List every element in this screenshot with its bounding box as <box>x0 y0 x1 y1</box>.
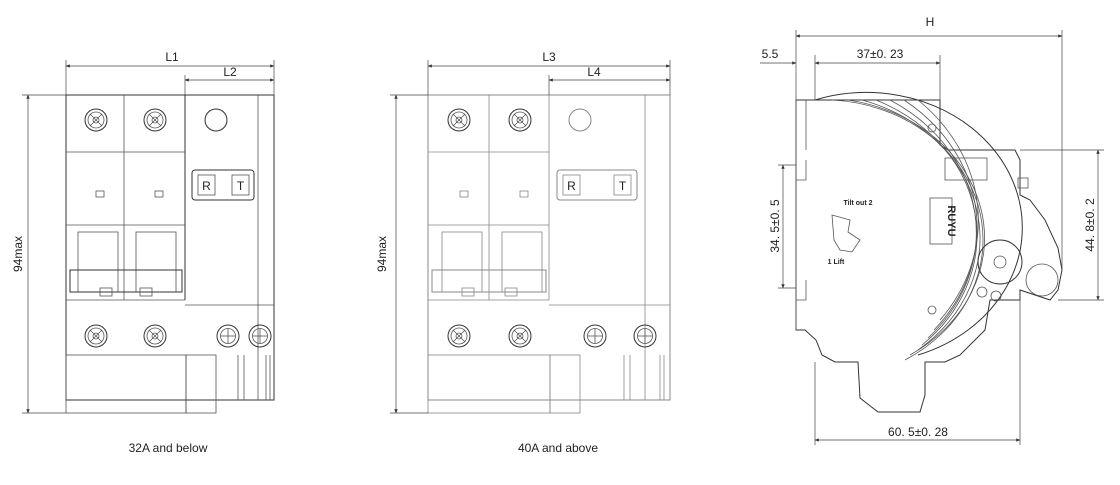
test-button-box <box>231 174 250 196</box>
brand-logo: RUYU <box>945 205 957 236</box>
indicator-window-icon <box>204 108 228 132</box>
terminal-screw-icon <box>143 108 167 132</box>
side-view: RUYU Tilt out 2 1 Lift H 5.5 37±0. 23 60… <box>760 15 1104 445</box>
middle-test-buttons: R T <box>556 169 638 201</box>
reset-button-label: R <box>567 179 576 193</box>
neutral-screw-icon <box>583 324 607 348</box>
middle-handles <box>431 190 547 297</box>
terminal-screw-icon <box>84 108 108 132</box>
reset-button-box <box>562 174 581 196</box>
bottom-dimension-label: 60. 5±0. 28 <box>888 425 948 439</box>
side-body <box>795 99 1063 413</box>
terminal-screw-icon <box>143 324 167 348</box>
overall-width-label: H <box>926 15 935 29</box>
middle-dimensions: L3 L4 94max <box>375 50 671 414</box>
lift-label: 1 Lift <box>828 259 845 266</box>
neutral-screw-icon <box>248 324 272 348</box>
lift-lever-icon <box>831 214 861 253</box>
width-label-l2: L2 <box>223 65 237 79</box>
terminal-screw-icon <box>508 108 532 132</box>
indicator-window-icon <box>568 108 592 132</box>
middle-body <box>427 94 671 414</box>
terminal-screw-icon <box>447 108 471 132</box>
neutral-screw-icon <box>633 324 657 348</box>
left-test-buttons: R T <box>191 169 255 201</box>
middle-caption: 40A and above <box>518 441 598 455</box>
left-bottom-terminals <box>84 324 272 348</box>
tilt-label: Tilt out 2 <box>843 200 872 207</box>
test-button-label: T <box>237 179 245 193</box>
width-label-l4: L4 <box>587 65 601 79</box>
test-button-label: T <box>619 179 627 193</box>
offset-label: 5.5 <box>762 47 779 61</box>
side-dimensions: H 5.5 37±0. 23 60. 5±0. 28 34. 5±0. 5 44… <box>760 15 1104 445</box>
top-dimension-label: 37±0. 23 <box>857 47 904 61</box>
reset-button-box <box>197 174 216 196</box>
left-body <box>65 94 275 414</box>
left-caption: 32A and below <box>129 441 208 455</box>
left-dimensions: L1 L2 94max <box>11 50 275 414</box>
side-arc-contour <box>814 91 1023 361</box>
front-view-32a: R T L1 L2 <box>11 50 275 455</box>
middle-top-terminals <box>447 108 592 132</box>
height-label: 94max <box>11 236 25 272</box>
side-features: RUYU Tilt out 2 1 Lift <box>828 123 1059 315</box>
terminal-screw-icon <box>508 324 532 348</box>
front-view-40a: R T L3 L4 <box>375 50 671 455</box>
neutral-screw-icon <box>216 324 240 348</box>
height-label: 94max <box>375 236 389 272</box>
reset-button-label: R <box>202 179 211 193</box>
reset-knob-icon <box>977 239 1023 285</box>
middle-bottom-terminals <box>447 324 657 348</box>
left-top-terminals <box>84 108 228 132</box>
terminal-screw-icon <box>84 324 108 348</box>
width-label-l3: L3 <box>542 50 556 64</box>
terminal-screw-icon <box>447 324 471 348</box>
left-handles <box>69 190 183 297</box>
right-height-label: 44. 8±0. 2 <box>1083 198 1097 252</box>
test-button-box <box>613 174 632 196</box>
left-height-label: 34. 5±0. 5 <box>768 199 782 253</box>
width-label-l1: L1 <box>165 50 179 64</box>
